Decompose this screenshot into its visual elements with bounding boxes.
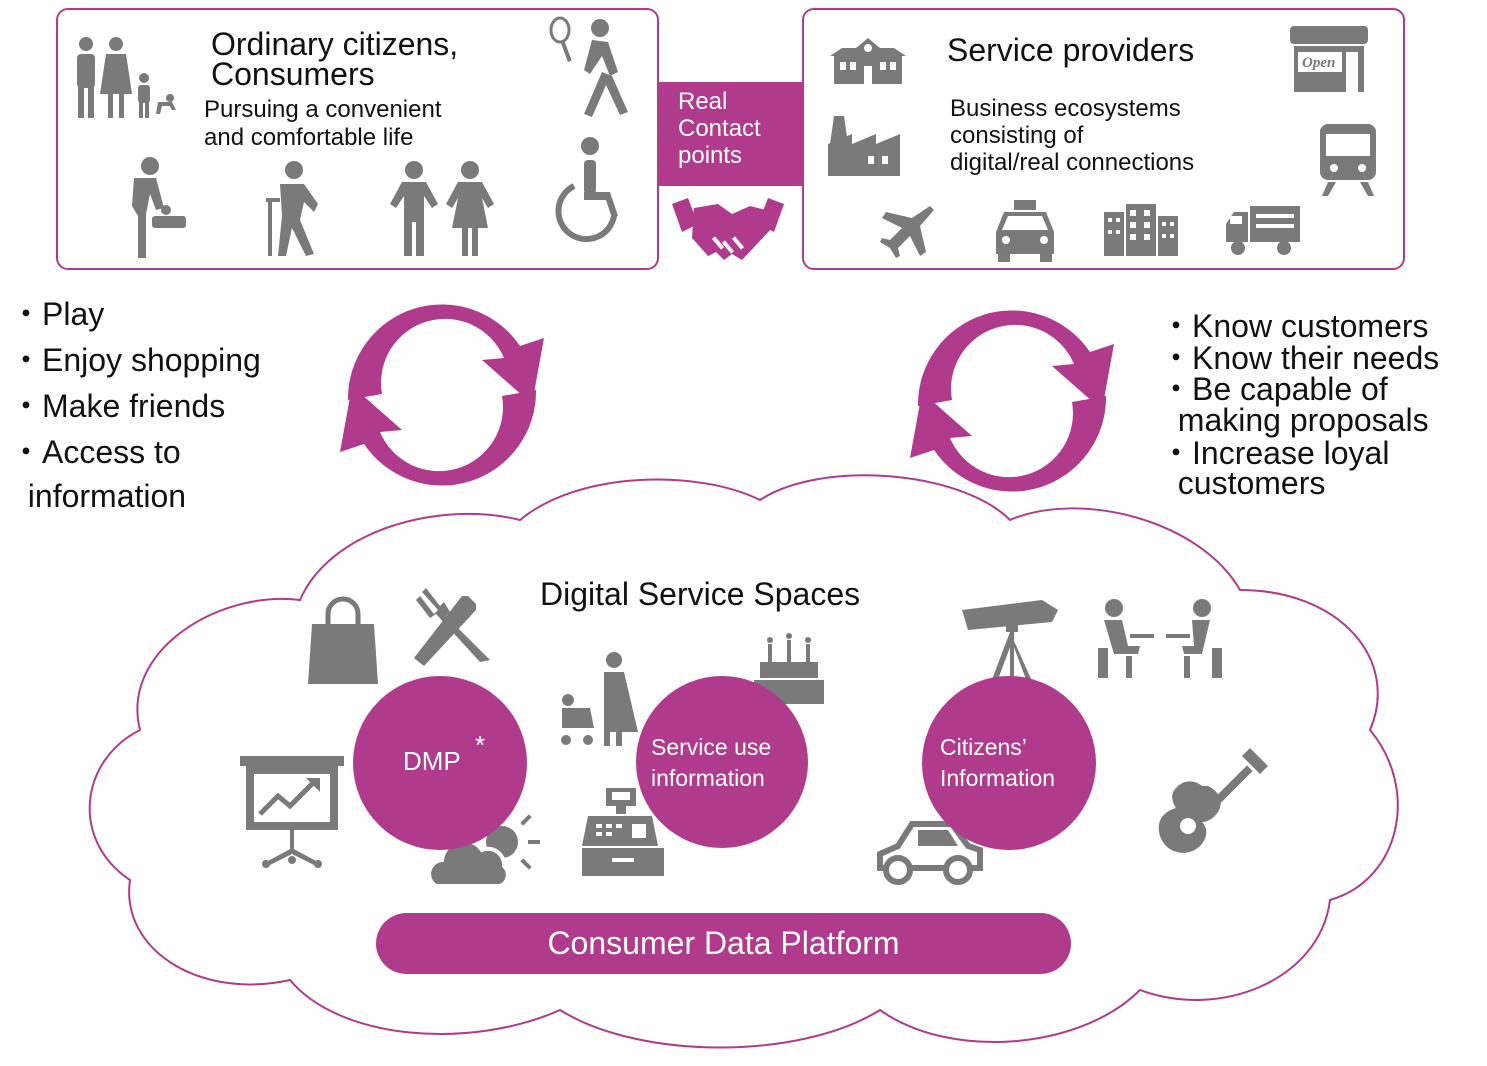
cash-register-icon bbox=[582, 788, 664, 876]
open-shop-icon: Open bbox=[1290, 26, 1368, 92]
right-bullet-proposals: ・Be capable of bbox=[1160, 371, 1388, 407]
service-use-line1: Service use bbox=[651, 734, 772, 760]
taxi-icon bbox=[996, 200, 1054, 262]
service-use-circle: Service use information bbox=[636, 676, 808, 848]
presentation-chart-icon bbox=[240, 756, 344, 868]
tennis-player-icon bbox=[549, 16, 628, 117]
real-contact-line1: Real bbox=[678, 88, 728, 115]
weather-icon bbox=[427, 806, 540, 888]
left-bullet-access: ・Access to bbox=[10, 434, 181, 470]
right-bullet-loyal: ・Increase loyal bbox=[1160, 435, 1390, 471]
cycle-arrows-icon bbox=[340, 304, 544, 486]
right-bullet-customers: ・Know customers bbox=[1160, 308, 1429, 344]
service-use-line2: information bbox=[651, 765, 765, 791]
right-bullet-loyal-cont: customers bbox=[1160, 465, 1326, 501]
airplane-icon bbox=[880, 206, 934, 258]
consumer-data-platform-bar: Consumer Data Platform bbox=[376, 913, 1071, 974]
citizens-title-line2: Consumers bbox=[211, 56, 375, 92]
open-sign-text: Open bbox=[1302, 55, 1335, 71]
couple-icon bbox=[390, 161, 494, 256]
truck-icon bbox=[1226, 206, 1300, 255]
dmp-circle: DMP * bbox=[353, 676, 527, 850]
right-bullet-proposals-cont: making proposals bbox=[1160, 402, 1429, 438]
school-icon bbox=[830, 38, 906, 84]
dmp-label: DMP bbox=[403, 746, 461, 776]
providers-desc-line3: digital/real connections bbox=[950, 149, 1195, 176]
elderly-cane-icon bbox=[266, 161, 318, 256]
providers-desc-line1: Business ecosystems bbox=[950, 95, 1181, 122]
fork-knife-icon bbox=[414, 588, 490, 666]
cycle-arrows-icon bbox=[910, 310, 1114, 492]
citizens-info-circle: Citizens’ Information bbox=[922, 676, 1096, 850]
left-bullet-list: ・Play ・Enjoy shopping ・Make friends ・Acc… bbox=[10, 298, 261, 524]
left-bullet-play: ・Play bbox=[10, 296, 105, 332]
citizens-info-line2: Information bbox=[940, 765, 1056, 791]
providers-desc-line2: consisting of bbox=[950, 122, 1084, 149]
left-bullet-shopping: ・Enjoy shopping bbox=[10, 342, 261, 378]
wheelchair-icon bbox=[555, 137, 618, 243]
consumer-data-platform-label: Consumer Data Platform bbox=[547, 925, 900, 961]
citizens-desc-line1: Pursuing a convenient bbox=[204, 96, 442, 123]
left-bullet-friends: ・Make friends bbox=[10, 388, 226, 424]
cloud-title: Digital Service Spaces bbox=[540, 576, 861, 612]
building-icon bbox=[1104, 204, 1178, 256]
stroller-icon bbox=[561, 652, 638, 746]
family-icon bbox=[77, 37, 176, 118]
meeting-icon bbox=[1098, 599, 1222, 678]
left-bullet-access-cont: information bbox=[10, 478, 187, 514]
real-contact-line3: points bbox=[678, 142, 743, 169]
citizens-title-line1: Ordinary citizens, bbox=[211, 26, 459, 62]
handshake-icon bbox=[672, 198, 784, 260]
right-bullet-needs: ・Know their needs bbox=[1160, 340, 1440, 376]
right-bullet-list: ・Know customers ・Know their needs ・Be ca… bbox=[1160, 310, 1439, 499]
real-contact-box: Real Contact points bbox=[658, 82, 803, 186]
dmp-asterisk: * bbox=[475, 730, 486, 760]
guitar-icon bbox=[1158, 748, 1268, 853]
train-icon bbox=[1320, 124, 1376, 196]
citizens-info-line1: Citizens’ bbox=[940, 734, 1027, 760]
factory-icon bbox=[828, 116, 900, 176]
providers-title: Service providers bbox=[947, 32, 1195, 68]
citizens-desc-line2: and comfortable life bbox=[204, 124, 414, 151]
real-contact-line2: Contact bbox=[678, 115, 761, 142]
shopping-bag-icon bbox=[308, 596, 378, 684]
parent-baby-icon bbox=[132, 157, 186, 258]
